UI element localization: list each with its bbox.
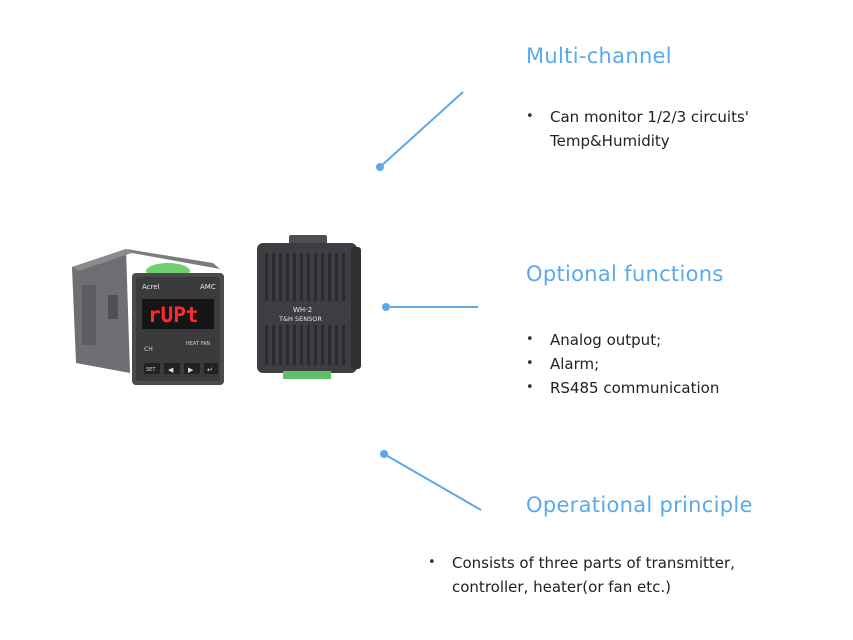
controller-model-text: AMC — [200, 283, 216, 291]
optional-bullet-analog: Analog output; — [526, 328, 826, 352]
controller-button-enter: ↵ — [204, 363, 218, 374]
optional-functions-heading: Optional functions — [526, 262, 724, 286]
svg-text:◀: ◀ — [168, 366, 174, 374]
status-label-text: HEAT FAN — [186, 341, 210, 347]
connector-line-principle — [383, 453, 482, 511]
sensor-label-text: T&H SENSOR — [278, 315, 322, 323]
led-display-text: rUPt — [148, 303, 199, 327]
multichannel-heading: Multi-channel — [526, 44, 672, 68]
controller-device-image: Acrel AMC rUPt CH HEAT FAN SET ◀ ▶ ↵ — [72, 249, 224, 385]
sensor-vent-slots — [265, 253, 345, 365]
controller-button-left: ◀ — [164, 363, 180, 374]
controller-brand-text: Acrel — [142, 283, 160, 291]
channel-label-text: CH — [144, 346, 153, 353]
connector-dot-multichannel — [376, 163, 384, 171]
svg-text:SET: SET — [146, 367, 156, 373]
connector-dot-principle — [380, 450, 388, 458]
operational-principle-heading: Operational principle — [526, 493, 753, 517]
connector-dot-optional — [382, 303, 390, 311]
controller-button-right: ▶ — [184, 363, 200, 374]
operational-principle-list: Consists of three parts of transmitter, … — [428, 551, 778, 599]
optional-bullet-alarm: Alarm; — [526, 352, 826, 376]
principle-bullet: Consists of three parts of transmitter, … — [428, 551, 778, 599]
optional-bullet-rs485: RS485 communication — [526, 376, 826, 400]
svg-text:↵: ↵ — [207, 366, 213, 374]
controller-button-set: SET — [144, 363, 160, 374]
multichannel-list: Can monitor 1/2/3 circuits' Temp&Humidit… — [526, 105, 776, 153]
connector-line-multichannel — [379, 91, 464, 168]
multichannel-bullet: Can monitor 1/2/3 circuits' Temp&Humidit… — [526, 105, 776, 153]
sensor-model-text: WH-2 — [293, 306, 312, 314]
optional-functions-list: Analog output; Alarm; RS485 communicatio… — [526, 328, 826, 400]
svg-text:▶: ▶ — [188, 366, 194, 374]
sensor-device-image: WH-2 T&H SENSOR — [257, 235, 361, 379]
